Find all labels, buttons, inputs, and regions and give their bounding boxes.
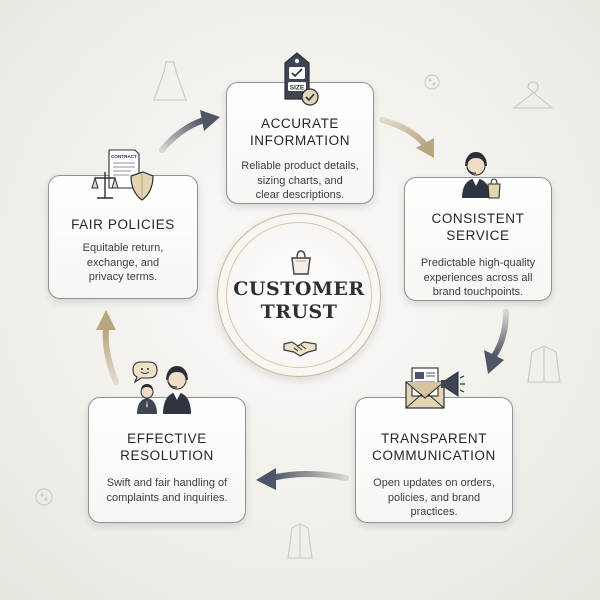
center-title: CUSTOMER TRUST <box>218 278 380 324</box>
arrow-transparent-to-effective <box>256 468 349 490</box>
handshake-icon <box>283 341 317 357</box>
button-icon <box>424 74 440 90</box>
desc-line-3: brand touchpoints. <box>432 286 524 298</box>
title-line-2: SERVICE <box>446 228 510 243</box>
contract-scale-shield-icon: CONTRACT <box>91 149 154 201</box>
card-title: TRANSPARENT COMMUNICATION <box>364 430 504 464</box>
desc-line-3: practices. <box>410 506 458 518</box>
center-title-line-2: TRUST <box>260 301 338 323</box>
title-line-1: TRANSPARENT <box>380 431 488 446</box>
arrow-accurate-to-consistent <box>379 117 434 158</box>
desc-line-1: Reliable product details, <box>241 160 359 172</box>
coat-icon <box>287 523 313 559</box>
card-description: Predictable high-quality experiences acr… <box>413 256 543 300</box>
size-tag-label: SIZE <box>290 85 305 92</box>
card-title: FAIR POLICIES <box>57 216 189 233</box>
shopping-bag-icon <box>291 250 311 275</box>
desc-line-3: clear descriptions. <box>255 189 345 201</box>
arrow-consistent-to-transparent <box>484 309 509 374</box>
arrow-effective-to-fair <box>96 310 119 385</box>
title-line-2: COMMUNICATION <box>372 448 496 463</box>
desc-line-2: exchange, and <box>86 256 160 269</box>
card-consistent-service: CONSISTENT SERVICE Predictable high-qual… <box>404 152 552 301</box>
size-tag-icon: SIZE <box>284 52 319 106</box>
title-line-1: ACCURATE <box>260 116 340 131</box>
desc-line-2: experiences across all <box>423 271 533 284</box>
agent-with-bag-icon <box>462 152 501 199</box>
arrow-fair-to-accurate <box>159 110 220 153</box>
title-line-2: RESOLUTION <box>120 448 214 463</box>
card-accurate-information: SIZE ACCURATE INFORMATION Reliable produ… <box>226 52 374 204</box>
card-description: Swift and fair handling of complaints an… <box>97 476 237 505</box>
title-line-2: INFORMATION <box>249 133 351 148</box>
contract-label: CONTRACT <box>111 154 137 159</box>
card-title: CONSISTENT SERVICE <box>413 210 543 244</box>
desc-line-1: Open updates on orders, <box>373 477 495 489</box>
desc-line-2: policies, and brand <box>387 491 481 504</box>
jacket-icon <box>527 345 561 383</box>
title-line-1: EFFECTIVE <box>127 431 207 446</box>
desc-line-1: Swift and fair handling of <box>106 477 228 489</box>
card-description: Reliable product details, sizing charts,… <box>235 159 365 203</box>
envelope-megaphone-icon <box>405 367 465 409</box>
support-agents-icon <box>132 361 191 414</box>
desc-line-3: privacy terms. <box>88 271 158 283</box>
card-description: Open updates on orders, policies, and br… <box>364 476 504 520</box>
card-effective-resolution: EFFECTIVE RESOLUTION Swift and fair hand… <box>88 361 246 523</box>
desc-line-1: Equitable return, <box>82 242 164 254</box>
card-title: EFFECTIVE RESOLUTION <box>97 430 237 464</box>
hanger-icon <box>512 81 554 109</box>
card-transparent-communication: TRANSPARENT COMMUNICATION Open updates o… <box>355 367 513 523</box>
card-fair-policies: CONTRACT FAIR POLICIES Equitable return,… <box>48 149 198 299</box>
card-title: ACCURATE INFORMATION <box>235 115 365 149</box>
button-icon <box>35 488 53 506</box>
desc-line-1: Predictable high-quality <box>420 257 536 269</box>
desc-line-2: sizing charts, and <box>257 174 343 187</box>
center-title-line-1: CUSTOMER <box>233 278 365 300</box>
title-line-1: FAIR POLICIES <box>71 217 175 232</box>
dress-icon <box>153 61 187 101</box>
card-description: Equitable return, exchange, and privacy … <box>57 241 189 285</box>
desc-line-2: complaints and inquiries. <box>106 491 228 504</box>
customer-trust-hub: CUSTOMER TRUST <box>217 213 381 377</box>
title-line-1: CONSISTENT <box>431 211 525 226</box>
